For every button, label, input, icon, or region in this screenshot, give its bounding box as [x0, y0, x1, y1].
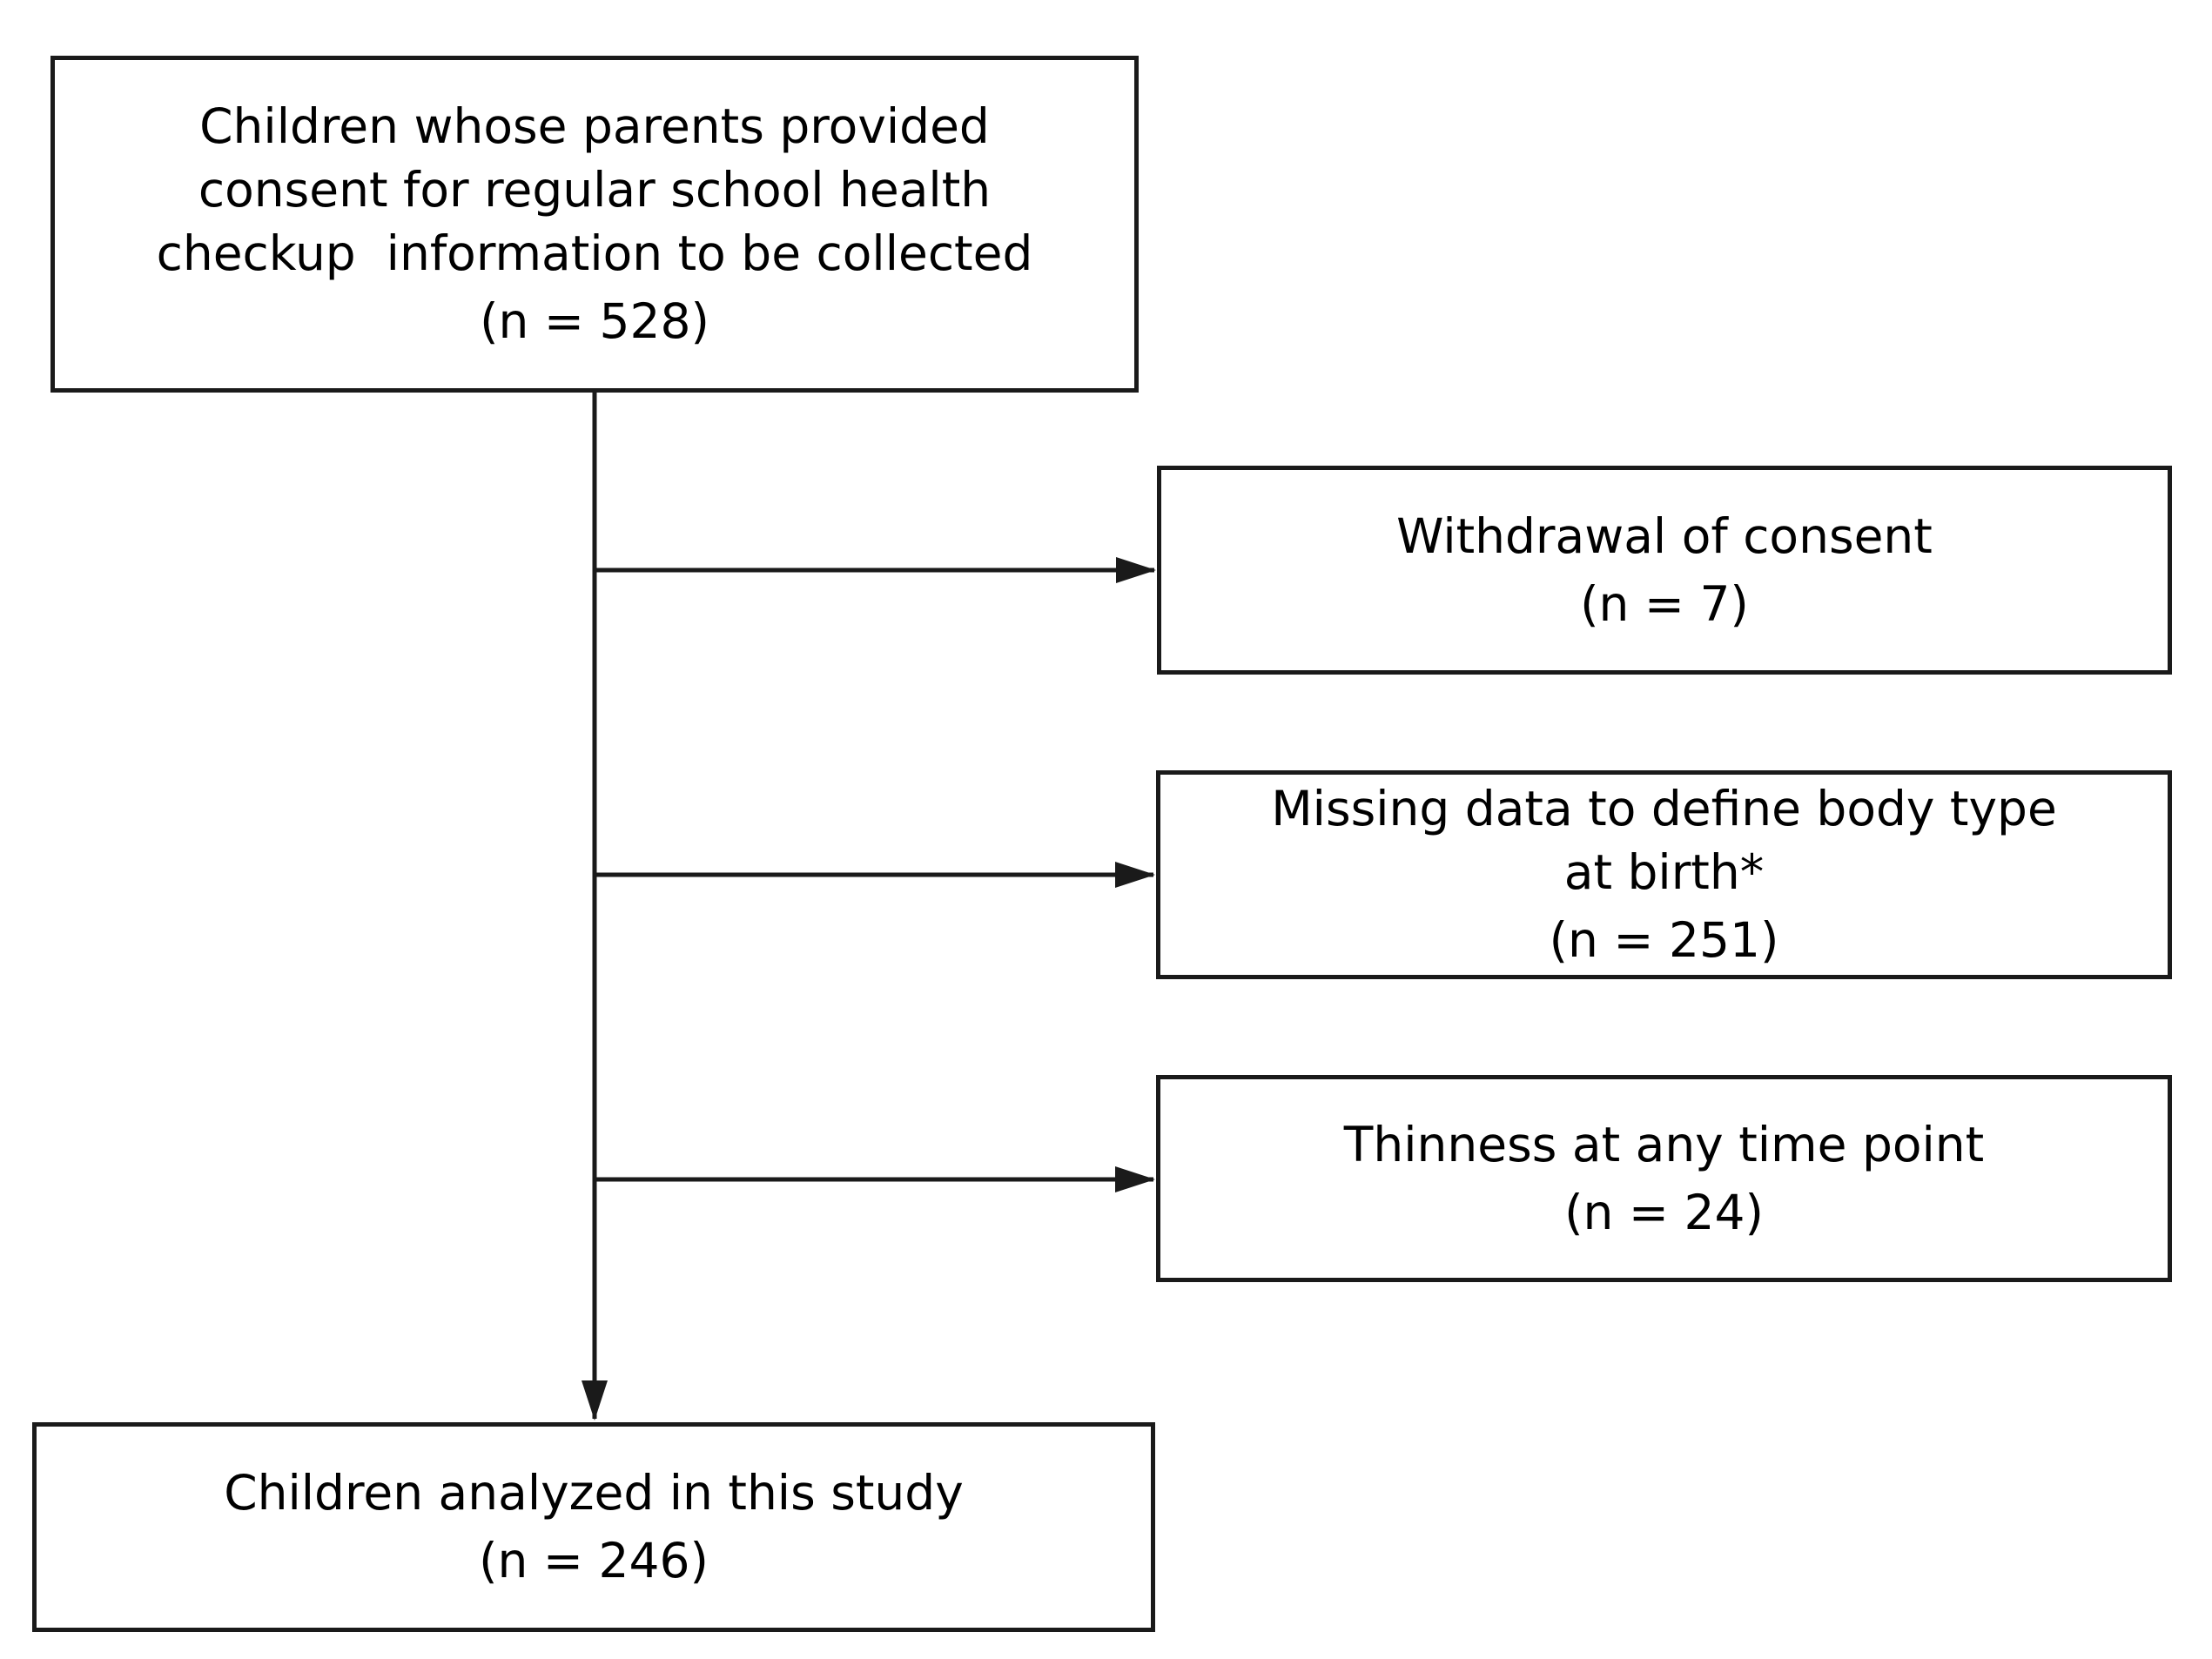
node-withdrawal-text-line: Withdrawal of consent: [1396, 507, 1933, 564]
node-analyzed: Children analyzed in this study (n = 246…: [32, 1422, 1155, 1632]
node-consented-text-line: Children whose parents provided: [199, 98, 990, 154]
node-withdrawal-count: (n = 7): [1580, 575, 1749, 632]
node-consented-text-line: consent for regular school health: [198, 162, 992, 218]
node-thinness: Thinness at any time point (n = 24): [1156, 1075, 2172, 1282]
node-thinness-text-line: Thinness at any time point: [1343, 1116, 1985, 1172]
node-withdrawal: Withdrawal of consent (n = 7): [1157, 466, 2172, 675]
node-analyzed-count: (n = 246): [479, 1533, 709, 1588]
node-missing-birth-data: Missing data to define body type at birt…: [1156, 770, 2172, 979]
node-missing-birth-data-text-line: Missing data to define body type: [1271, 781, 2057, 836]
node-missing-birth-data-count: (n = 251): [1549, 912, 1779, 968]
node-thinness-count: (n = 24): [1564, 1184, 1764, 1240]
node-analyzed-text-line: Children analyzed in this study: [224, 1465, 964, 1521]
node-missing-birth-data-text-line: at birth*: [1563, 844, 1765, 900]
node-consented-count: (n = 528): [480, 293, 709, 349]
node-consented: Children whose parents provided consent …: [50, 56, 1139, 393]
node-consented-text-line: checkup information to be collected: [156, 225, 1033, 281]
